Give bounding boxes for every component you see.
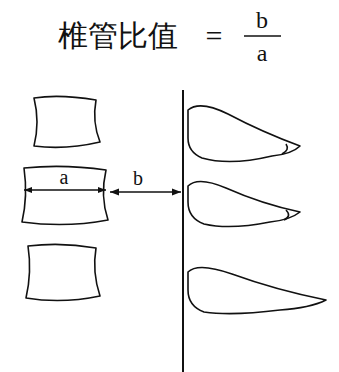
equals-sign: = xyxy=(206,21,223,51)
dimension-line xyxy=(110,191,181,193)
spinous-process xyxy=(188,181,300,226)
vertebral-body xyxy=(22,166,108,224)
arrowhead xyxy=(172,189,181,196)
title-text: 椎管比值 xyxy=(58,21,178,51)
dimension-label: b xyxy=(133,168,143,188)
spinous-process xyxy=(282,144,287,154)
fraction-numerator: b xyxy=(256,8,268,32)
dimension-line xyxy=(24,189,106,191)
reference-line xyxy=(182,90,184,372)
dimension-label: a xyxy=(60,167,69,187)
arrowhead xyxy=(110,189,119,196)
spinous-process xyxy=(284,210,289,220)
vertebral-body xyxy=(34,96,100,147)
arrowhead xyxy=(98,187,106,193)
fraction-denominator: a xyxy=(257,41,268,65)
fraction-bar xyxy=(244,35,281,37)
vertebral-body xyxy=(26,244,100,300)
spinous-process xyxy=(188,267,326,313)
arrowhead xyxy=(24,187,32,193)
spinous-process xyxy=(188,106,300,162)
